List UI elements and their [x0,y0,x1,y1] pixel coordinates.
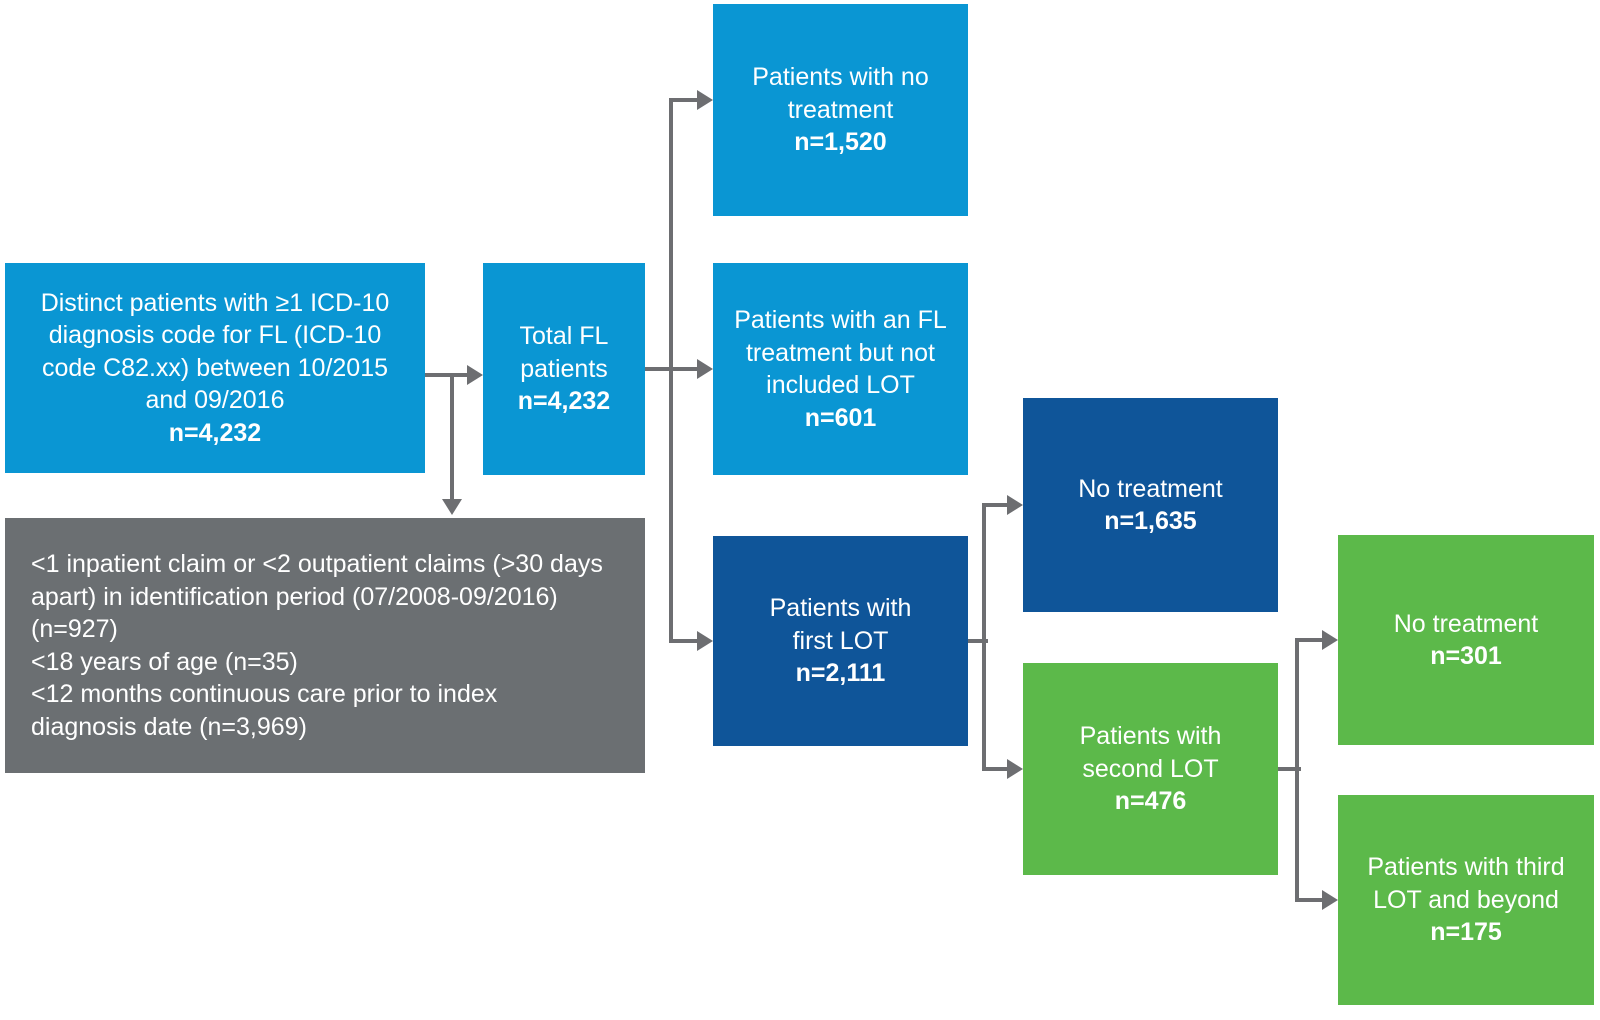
exclusion-box: <1 inpatient claim or <2 outpatient clai… [5,518,645,773]
second-lot-label: Patients with second LOT [1079,722,1222,783]
third-lot-label: Patients with third LOT and beyond [1367,853,1565,914]
no-treatment-initial-n: n=1,520 [794,128,887,157]
total-fl-patients-n: n=4,232 [517,387,611,416]
arrowhead-total-to-fl-treatment-icon [697,359,713,379]
arrowhead-second-lot-to-third-lot-icon [1322,890,1338,910]
no-treatment-after-second-label: No treatment [1393,609,1539,638]
first-lot-label: Patients with first LOT [769,594,912,655]
connector-total-to-first-lot-line [669,639,697,643]
total-fl-patients-label: Total FL patients [519,322,609,383]
fl-treatment-not-lot-n: n=601 [804,403,877,432]
total-fl-patients-box: Total FL patients n=4,232 [483,263,645,475]
second-lot-box: Patients with second LOT n=476 [1023,663,1278,875]
no-treatment-after-second-n: n=301 [1430,642,1502,670]
exclusion-item-2: <18 years of age (n=35) [31,647,298,676]
connector-second-lot-to-no-treatment-line [1295,638,1322,642]
cohort-box: Distinct patients with ≥1 ICD-10 diagnos… [5,263,425,473]
connector-total-to-fl-treatment-line [645,367,697,371]
connector-first-lot-branch-vertical [982,503,986,771]
second-lot-n: n=476 [1114,787,1187,816]
arrowhead-second-lot-to-no-treatment-icon [1322,630,1338,650]
connector-cohort-to-total-line [425,373,467,377]
connector-second-lot-to-third-lot-line [1295,898,1322,902]
first-lot-box: Patients with first LOT n=2,111 [713,536,968,746]
arrowhead-cohort-to-exclusions-icon [442,499,462,515]
fl-treatment-not-lot-box: Patients with an FL treatment but not in… [713,263,968,475]
no-treatment-after-first-box: No treatment n=1,635 [1023,398,1278,612]
third-lot-n: n=175 [1430,918,1502,947]
exclusion-item-1: <1 inpatient claim or <2 outpatient clai… [31,550,603,643]
arrowhead-first-lot-to-second-lot-icon [1007,759,1023,779]
connector-first-lot-stub [968,639,988,643]
arrowhead-total-to-no-treatment-icon [697,90,713,110]
connector-second-lot-stub [1278,767,1301,771]
exclusion-item-3: <12 months continuous care prior to inde… [31,680,498,741]
connector-second-lot-branch-vertical [1295,638,1299,902]
no-treatment-after-first-n: n=1,635 [1104,507,1197,535]
cohort-n: n=4,232 [168,418,262,447]
first-lot-n: n=2,111 [795,659,886,688]
connector-total-to-no-treatment-line [669,98,697,102]
fl-treatment-not-lot-label: Patients with an FL treatment but not in… [734,306,947,399]
third-lot-box: Patients with third LOT and beyond n=175 [1338,795,1594,1005]
cohort-label: Distinct patients with ≥1 ICD-10 diagnos… [40,288,390,415]
arrowhead-total-to-first-lot-icon [697,631,713,651]
no-treatment-after-second-box: No treatment n=301 [1338,535,1594,745]
connector-first-lot-to-no-treatment-line [982,503,1007,507]
connector-cohort-to-exclusions-line [450,373,454,499]
arrowhead-first-lot-to-no-treatment-icon [1007,495,1023,515]
no-treatment-initial-box: Patients with no treatment n=1,520 [713,4,968,216]
no-treatment-after-first-label: No treatment [1078,474,1223,503]
connector-first-lot-to-second-lot-line [982,767,1007,771]
no-treatment-initial-label: Patients with no treatment [752,63,929,124]
arrowhead-cohort-to-total-icon [467,365,483,385]
